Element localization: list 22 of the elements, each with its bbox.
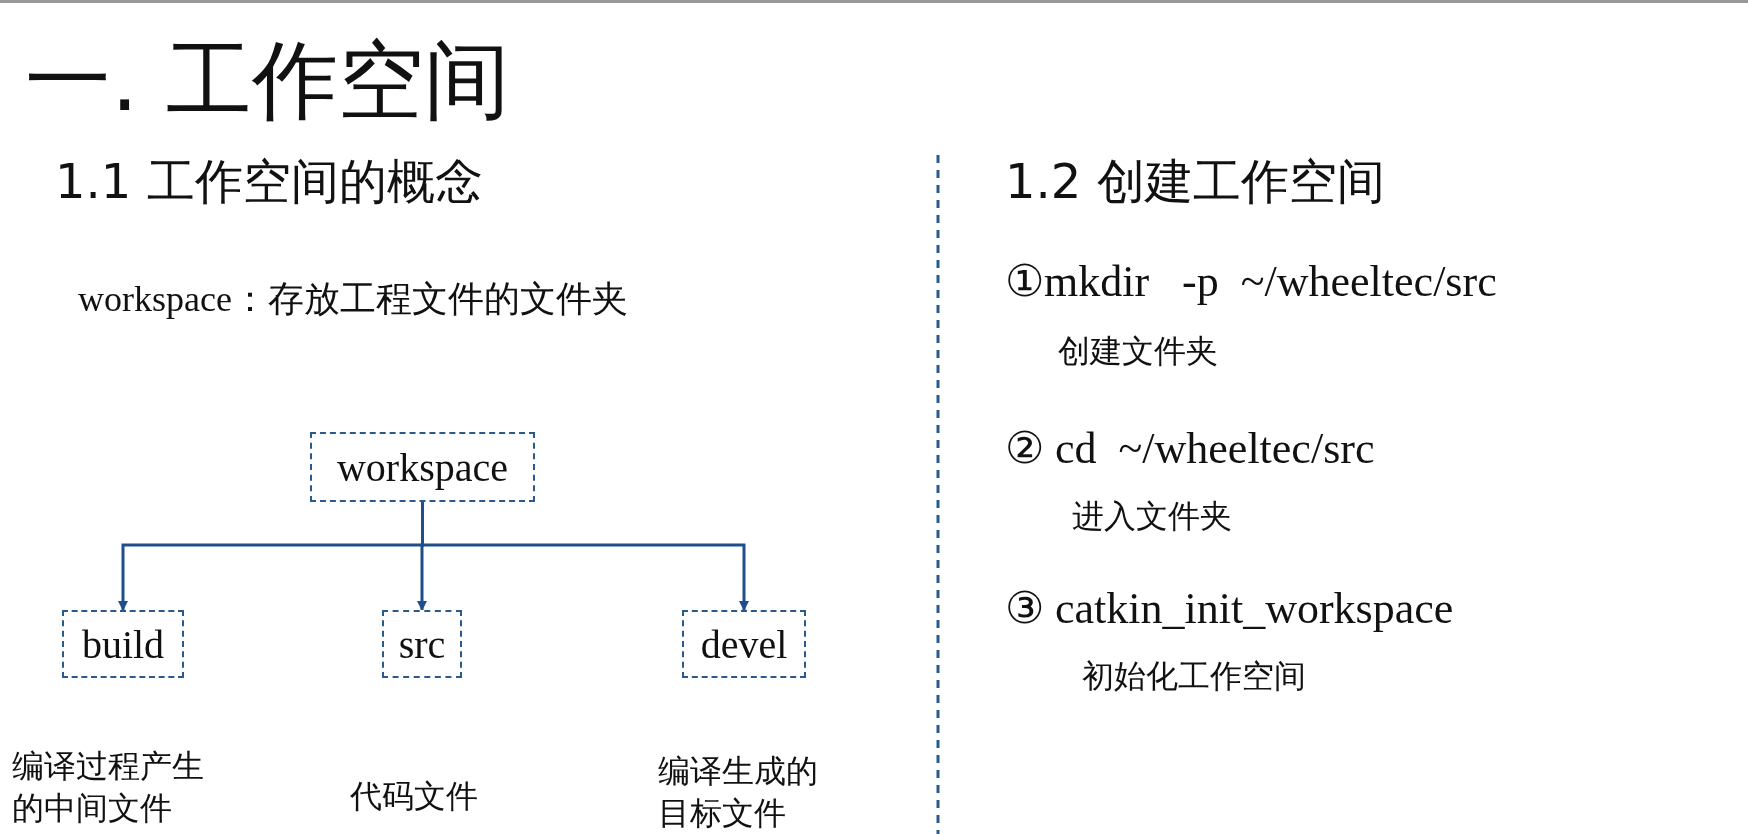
command-text: ①mkdir -p ~/wheeltec/src bbox=[1005, 256, 1497, 307]
dashed-box bbox=[62, 610, 184, 678]
caption-text: 编译过程产生的中间文件 bbox=[12, 746, 205, 829]
dashed-box bbox=[310, 432, 535, 502]
dashed-box bbox=[382, 610, 462, 678]
command-text: ③ catkin_init_workspace bbox=[1005, 583, 1454, 634]
node-label: workspace bbox=[336, 443, 508, 491]
step-note: 进入文件夹 bbox=[1072, 496, 1232, 537]
step-note: 初始化工作空间 bbox=[1082, 656, 1306, 697]
section-heading: 1.1 工作空间的概念 bbox=[55, 152, 483, 211]
node-label: src bbox=[398, 620, 446, 668]
caption-text: 编译生成的目标文件 bbox=[658, 751, 819, 834]
step-note: 创建文件夹 bbox=[1058, 331, 1218, 372]
caption-text: 代码文件 bbox=[350, 776, 479, 817]
section-heading: 1.2 创建工作空间 bbox=[1005, 152, 1385, 211]
node-label: devel bbox=[700, 620, 788, 668]
arrow bbox=[421, 502, 749, 611]
dashed-box bbox=[682, 610, 806, 678]
node-label: build bbox=[81, 620, 165, 668]
slide-title: 一. 工作空间 bbox=[25, 30, 510, 130]
command-text: ② cd ~/wheeltec/src bbox=[1005, 423, 1375, 474]
definition-text: workspace：存放工程文件的文件夹 bbox=[78, 278, 628, 321]
